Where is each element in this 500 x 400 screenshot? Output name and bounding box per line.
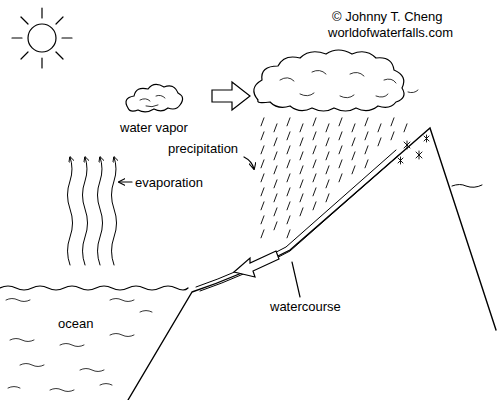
rain-dash [261,118,264,126]
rain-dash [261,188,264,196]
water-vapor-label: water vapor [118,120,190,135]
rain-dash [287,202,290,210]
watercourse-leader [292,262,300,297]
rain-dash [313,174,316,182]
rain-dash [352,124,355,132]
rain-dash [274,180,277,188]
watercourse-label: watercourse [268,299,343,314]
rain-dash [300,194,303,202]
ocean-label: ocean [56,316,95,331]
rain-dash [313,202,316,210]
rain-dash [261,202,264,210]
rain-dash [274,208,277,216]
rain-dash [287,160,290,168]
rain-dash [339,118,342,126]
rain-dash [352,152,355,160]
rain-dash [261,160,264,168]
wind-arrow [212,82,250,110]
rain-dash [274,152,277,160]
rain-dash [326,138,329,146]
precipitation-leader [244,157,254,169]
rain-dash [326,180,329,188]
rain-dash [300,180,303,188]
rain-dash [313,146,316,154]
rain-dash [287,118,290,126]
rain-dash [313,160,316,168]
copyright-text: © Johnny T. Cheng [330,9,445,24]
evaporation-leader [119,181,132,182]
rain-dash [404,124,407,132]
rain-dash [365,118,368,126]
rain-dash [274,194,277,202]
rain-dash [300,138,303,146]
snow-line [452,185,482,188]
vapor-cloud [126,84,183,111]
watercourse-stream [196,150,400,291]
rain-dash [287,188,290,196]
rain-dash [365,146,368,154]
rain-dash [326,194,329,202]
rain-dash [261,230,264,238]
rain-dash [352,166,355,174]
rain-dash [378,124,381,132]
rain-dash [313,132,316,140]
rain-dash [326,166,329,174]
rain-dash [339,132,342,140]
ocean-surface [0,286,188,290]
rain-dash [300,152,303,160]
rain-dash [274,166,277,174]
rain-dash [300,166,303,174]
sun [12,8,72,68]
rain-cloud [254,50,404,111]
snowflakes [398,135,429,164]
rain-dash [261,174,264,182]
rain-dash [313,188,316,196]
flow-arrow [234,251,279,277]
rain-dash [300,208,303,216]
rain-dash [300,124,303,132]
rain-dash [365,160,368,168]
rain-dash [261,216,264,224]
ocean-waves [6,299,152,392]
rain-dash [326,152,329,160]
vapor-texture [140,95,165,106]
rain-dash [391,132,394,140]
rain-dash [352,138,355,146]
rain-dash [339,174,342,182]
rain-dash [365,132,368,140]
rain-dash [274,124,277,132]
evaporation-lines [68,157,117,265]
website-text: worldofwaterfalls.com [326,25,455,40]
evaporation-label: evaporation [133,175,205,190]
rain-dash [274,138,277,146]
cloud-texture [280,70,418,97]
precipitation-label: precipitation [166,141,240,156]
rain-dash [378,138,381,146]
rain-dash [261,132,264,140]
rain-dash [274,222,277,230]
rain-dash [287,146,290,154]
rain-dash [287,216,290,224]
rain-dash [313,118,316,126]
rain-dash [391,118,394,126]
rain-dash [261,146,264,154]
rain-dash [287,174,290,182]
rain-dash [287,132,290,140]
rain-dash [326,124,329,132]
rain-dash [339,146,342,154]
rain [261,118,407,238]
land-outline [128,128,496,400]
rain-dash [287,230,290,238]
rain-dash [339,160,342,168]
